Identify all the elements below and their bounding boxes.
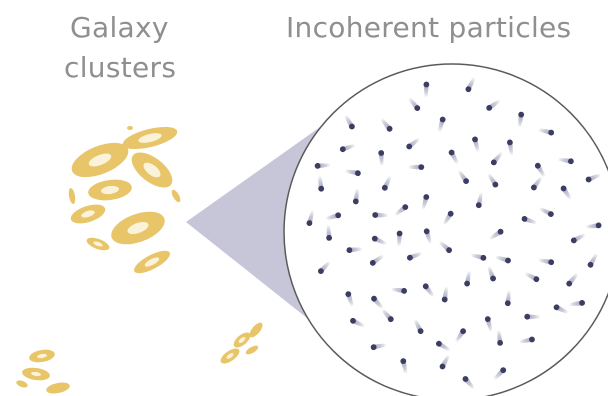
- galaxy-icon: [85, 235, 111, 253]
- galaxy-icon: [15, 379, 28, 389]
- galaxy-icon: [131, 246, 173, 277]
- galaxy-icon: [170, 188, 182, 203]
- incoherent-particles-label: Incoherent particles: [286, 8, 571, 48]
- galaxy-icon: [87, 177, 133, 203]
- galaxy-clusters-label: Galaxy clusters: [64, 8, 204, 88]
- galaxy-label-line-1: Galaxy: [64, 8, 204, 48]
- galaxy-label-line-2: clusters: [64, 48, 204, 88]
- galaxy-icon: [68, 188, 77, 205]
- galaxy-icon: [107, 205, 169, 250]
- galaxy-icon: [127, 126, 133, 130]
- galaxy-cluster-small-left: [15, 348, 70, 396]
- galaxy-icon: [231, 330, 253, 351]
- galaxy-cluster-main: [67, 122, 182, 277]
- galaxy-icon: [244, 344, 259, 356]
- galaxy-icon: [218, 346, 242, 367]
- galaxy-icon: [68, 201, 107, 227]
- galaxy-icon: [126, 146, 179, 194]
- galaxy-icon: [45, 381, 71, 396]
- galaxy-icon: [28, 348, 56, 364]
- galaxy-icon: [21, 366, 50, 382]
- galaxy-cluster-small-right: [218, 321, 265, 367]
